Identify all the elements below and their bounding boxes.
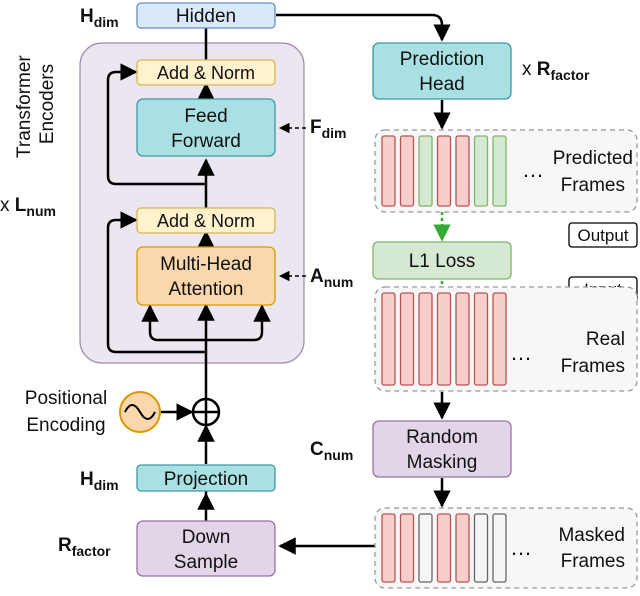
- prediction-head-label-2: Head: [419, 74, 464, 95]
- frame-cell-red: [436, 513, 452, 583]
- frame-cell-red: [436, 292, 452, 386]
- random-masking-label-1: Random: [406, 427, 478, 448]
- h-dim-bottom-param: Hdim: [80, 469, 119, 493]
- masked-ellipsis: …: [510, 535, 532, 560]
- prediction-head-label-1: Prediction: [400, 49, 485, 70]
- masked-frames-label-2: Frames: [561, 551, 625, 572]
- feed-forward-label-1: Feed: [184, 106, 227, 127]
- output-tag: Output: [568, 222, 638, 248]
- masked-frames-group: … Masked Frames: [374, 507, 638, 589]
- real-frames-label-2: Frames: [561, 356, 625, 377]
- frame-cell-red: [455, 135, 470, 207]
- c-num-param: Cnum: [310, 439, 353, 463]
- positional-encoding-label-2: Encoding: [26, 415, 105, 436]
- projection-label: Projection: [164, 469, 249, 490]
- add-norm-top-label: Add & Norm: [157, 63, 255, 83]
- predicted-frames-label-2: Frames: [561, 175, 625, 196]
- frame-cell-gray: [492, 513, 507, 583]
- l1-loss-block: L1 Loss: [372, 241, 512, 280]
- add-norm-top-block: Add & Norm: [136, 59, 276, 86]
- transformer-encoders-label: Transformer Encoders: [14, 50, 58, 158]
- prediction-head-block: Prediction Head: [372, 42, 512, 100]
- frame-cell-red: [381, 292, 396, 386]
- frame-cell-red: [399, 513, 415, 583]
- random-masking-label-2: Masking: [407, 452, 478, 473]
- real-frames-group: … Real Frames: [374, 286, 638, 392]
- f-dim-param: Fdim: [310, 117, 347, 141]
- frame-cell-green: [418, 135, 433, 207]
- r-factor-left-param: Rfactor: [58, 535, 111, 559]
- multi-head-label-1: Multi-Head: [160, 254, 252, 275]
- frame-cell-red: [455, 513, 470, 583]
- frame-cell-gray: [473, 513, 489, 583]
- h-dim-top-param: Hdim: [80, 6, 119, 30]
- a-num-param: Anum: [310, 266, 353, 290]
- l-num-param: x Lnum: [0, 195, 56, 219]
- l1-loss-label: L1 Loss: [409, 251, 476, 272]
- frame-cell-red: [473, 292, 489, 386]
- frame-cell-gray: [418, 513, 433, 583]
- predicted-frame-cells: [381, 135, 507, 207]
- output-tag-label: Output: [577, 226, 628, 245]
- real-ellipsis: …: [510, 340, 532, 365]
- real-frames-label-1: Real: [586, 329, 625, 350]
- frame-cell-green: [492, 135, 507, 207]
- random-masking-block: Random Masking: [372, 420, 512, 478]
- frame-cell-red: [492, 292, 507, 386]
- predicted-frames-label-1: Predicted: [553, 148, 633, 169]
- down-sample-label-1: Down: [182, 527, 231, 548]
- encoder-container: [79, 42, 305, 364]
- add-norm-bottom-block: Add & Norm: [136, 207, 276, 234]
- frame-cell-red: [381, 135, 396, 207]
- projection-block: Projection: [136, 464, 276, 492]
- add-norm-bottom-label: Add & Norm: [157, 211, 255, 231]
- predicted-ellipsis: …: [522, 157, 544, 182]
- frame-cell-red: [399, 135, 415, 207]
- frame-cell-green: [473, 135, 489, 207]
- positional-encoding-label-1: Positional: [25, 388, 107, 409]
- positional-encoding-icon: [119, 391, 161, 433]
- frame-cell-red: [381, 513, 396, 583]
- frame-cell-red: [436, 135, 452, 207]
- masked-frames-label-1: Masked: [558, 525, 625, 546]
- frame-cell-red: [418, 292, 433, 386]
- masked-frame-cells: [381, 513, 507, 583]
- down-sample-block: Down Sample: [136, 520, 276, 577]
- hidden-label: Hidden: [176, 6, 236, 27]
- real-frame-cells: [381, 292, 507, 386]
- hidden-block: Hidden: [136, 2, 276, 29]
- adder-symbol: [191, 397, 221, 427]
- down-sample-label-2: Sample: [174, 552, 238, 573]
- frame-cell-red: [455, 292, 470, 386]
- frame-cell-red: [399, 292, 415, 386]
- multi-head-label-2: Attention: [169, 279, 244, 300]
- r-factor-right-param: x Rfactor: [522, 59, 590, 83]
- feed-forward-block: Feed Forward: [136, 98, 276, 157]
- multi-head-attention-block: Multi-Head Attention: [136, 246, 276, 306]
- predicted-frames-group: … Predicted Frames: [374, 129, 638, 213]
- feed-forward-label-2: Forward: [171, 131, 241, 152]
